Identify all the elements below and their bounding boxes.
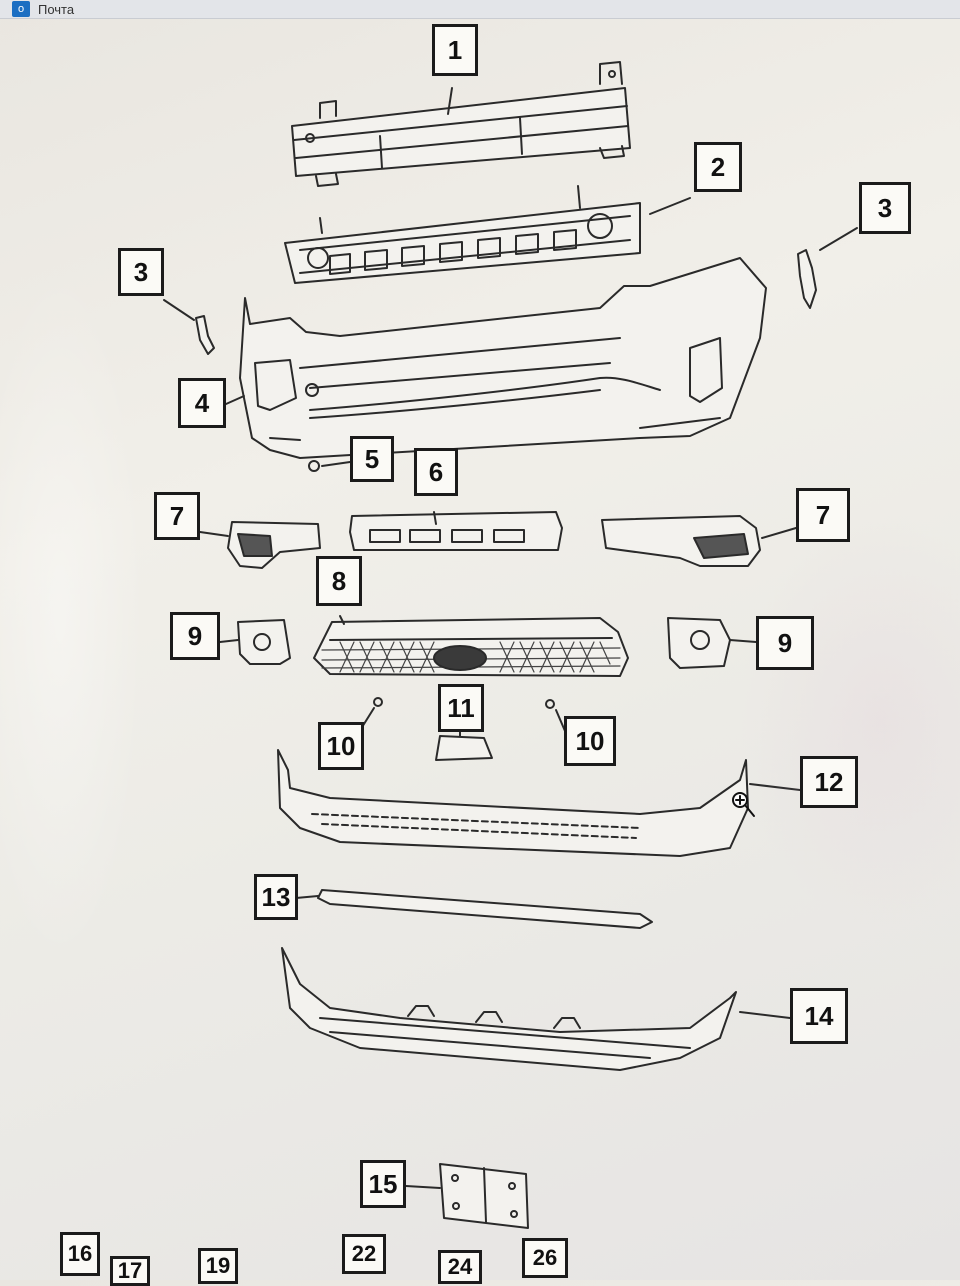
callout-1: 1 xyxy=(432,24,478,76)
callout-14: 14 xyxy=(790,988,848,1044)
callout-9-left: 9 xyxy=(170,612,220,660)
part-4-bumper-fascia xyxy=(239,257,767,459)
callout-5: 5 xyxy=(350,436,394,482)
part-10-clip-left xyxy=(373,697,383,707)
part-5-clip xyxy=(308,460,320,472)
callout-22: 22 xyxy=(342,1234,386,1274)
window-title: Почта xyxy=(38,1,75,17)
callout-12: 12 xyxy=(800,756,858,808)
callout-15: 15 xyxy=(360,1160,406,1208)
callout-10-left: 10 xyxy=(318,722,364,770)
part-8-main-grille xyxy=(313,617,629,677)
part-1-reinforcement-beam xyxy=(291,61,631,187)
callout-3-right: 3 xyxy=(859,182,911,234)
part-2-energy-absorber xyxy=(284,185,641,284)
part-9-fog-housing-left xyxy=(237,619,291,665)
callout-13: 13 xyxy=(254,874,298,920)
callout-17: 17 xyxy=(110,1256,150,1286)
window-titlebar: o Почта xyxy=(0,0,960,19)
outlook-mail-icon[interactable]: o xyxy=(12,1,30,17)
bumper-parts-diagram xyxy=(163,61,858,1229)
callout-16: 16 xyxy=(60,1232,100,1276)
part-7-side-insert-left xyxy=(227,521,321,569)
callout-7-left: 7 xyxy=(154,492,200,540)
part-7-side-insert-right xyxy=(601,515,761,567)
part-3-bracket-right xyxy=(797,249,817,309)
callout-19: 19 xyxy=(198,1248,238,1284)
callout-7-right: 7 xyxy=(796,488,850,542)
part-10-clip-right xyxy=(545,699,555,709)
callout-4: 4 xyxy=(178,378,226,428)
callout-3-left: 3 xyxy=(118,248,164,296)
part-9-fog-housing-right xyxy=(667,617,731,669)
callout-9-right: 9 xyxy=(756,616,814,670)
zoom-in-cursor-icon xyxy=(732,792,755,817)
callout-10-right: 10 xyxy=(564,716,616,766)
part-13-trim-strip xyxy=(317,889,653,929)
part-3-bracket-left xyxy=(195,315,215,355)
part-12-lower-fascia xyxy=(277,749,749,857)
callout-24: 24 xyxy=(438,1250,482,1284)
part-15-plate-bracket xyxy=(439,1163,529,1229)
callout-6: 6 xyxy=(414,448,458,496)
callout-11: 11 xyxy=(438,684,484,732)
part-6-upper-grille xyxy=(349,511,563,551)
callout-2: 2 xyxy=(694,142,742,192)
part-11-cover xyxy=(435,735,493,761)
callout-8: 8 xyxy=(316,556,362,606)
callout-26: 26 xyxy=(522,1238,568,1278)
part-14-skid-plate xyxy=(281,947,737,1071)
